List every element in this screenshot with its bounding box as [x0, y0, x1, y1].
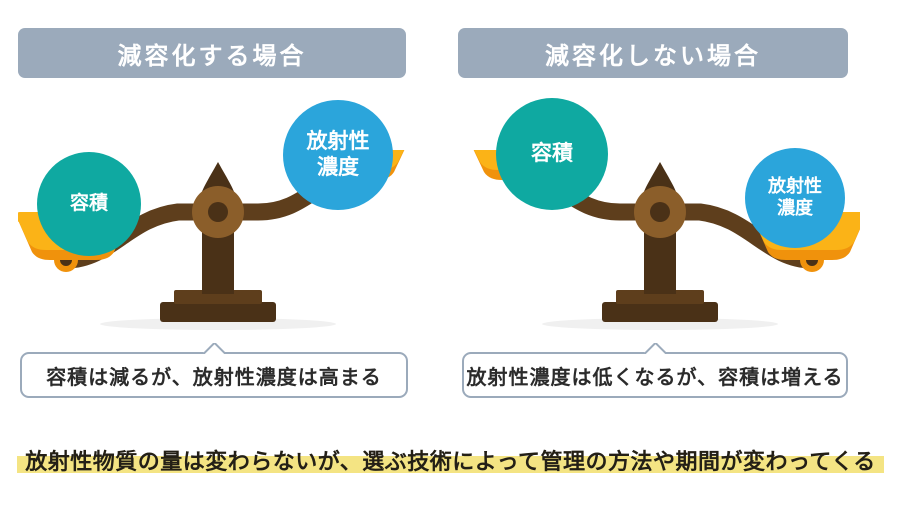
footer-highlight-bar	[17, 456, 884, 473]
bubble-concentration-right-label: 放射性 濃度	[768, 176, 822, 218]
footer-conclusion-text: 放射性物質の量は変わらないが、選ぶ技術によって管理の方法や期間が変わってくる	[25, 449, 876, 474]
bubble-volume-left: 容積	[37, 152, 141, 256]
bubble-concentration-left: 放射性 濃度	[283, 100, 393, 210]
footer-conclusion: 放射性物質の量は変わらないが、選ぶ技術によって管理の方法や期間が変わってくる	[0, 437, 901, 483]
bubble-volume-right: 容積	[496, 98, 608, 210]
bubble-volume-left-label: 容積	[69, 193, 108, 215]
callout-pointer-icon-left	[203, 343, 225, 354]
bubble-concentration-left-label: 放射性 濃度	[306, 130, 370, 179]
caption-box-right: 放射性濃度は低くなるが、容積は増える	[462, 352, 848, 398]
bubble-concentration-right: 放射性 濃度	[745, 148, 845, 248]
caption-text-left: 容積は減るが、放射性濃度は高まる	[46, 366, 382, 389]
header-title-left: 減容化する場合	[117, 42, 307, 70]
header-pill-left: 減容化する場合	[18, 28, 406, 78]
caption-box-left: 容積は減るが、放射性濃度は高まる	[20, 352, 408, 398]
caption-text-right: 放射性濃度は低くなるが、容積は増える	[466, 366, 844, 389]
footer-highlight-wrap: 放射性物質の量は変わらないが、選ぶ技術によって管理の方法や期間が変わってくる	[17, 444, 884, 476]
header-title-right: 減容化しない場合	[545, 42, 761, 70]
header-pill-right: 減容化しない場合	[458, 28, 848, 78]
bubble-volume-right-label: 容積	[531, 142, 573, 166]
callout-pointer-icon-right	[644, 343, 666, 354]
